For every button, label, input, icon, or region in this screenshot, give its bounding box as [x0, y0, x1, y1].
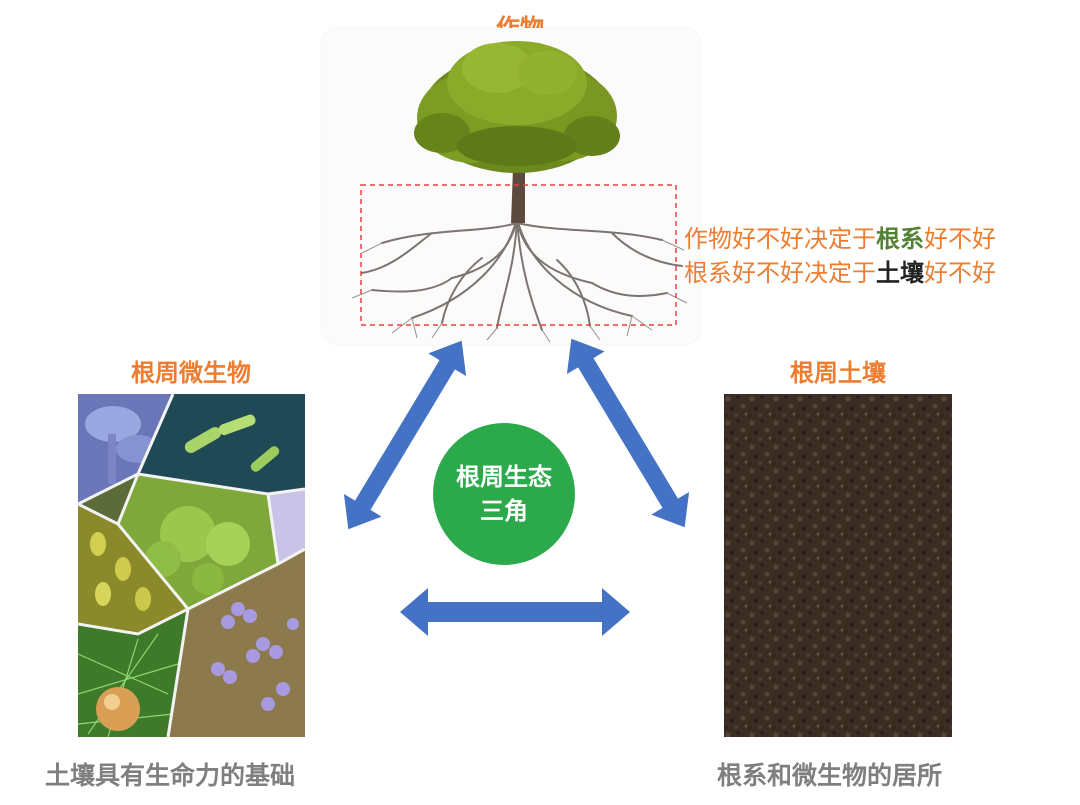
- crop-tree-image: [322, 28, 700, 344]
- rhizosphere-soil-label: 根周土壤: [790, 359, 886, 387]
- double-headed-arrow-icon: [566, 338, 690, 528]
- statement-2-prefix: 根系好不好决定于: [684, 259, 876, 287]
- rhizosphere-ecological-triangle-circle: 根周生态三角: [433, 423, 575, 565]
- soil-foundation-caption: 土壤具有生命力的基础: [45, 761, 296, 790]
- soil-home-caption: 根系和微生物的居所: [717, 761, 943, 790]
- statement-2-highlight-soil: 土壤: [876, 259, 924, 287]
- double-headed-arrow-icon: [343, 340, 467, 530]
- crop-root-statement-1: 作物好不好决定于根系好不好: [684, 222, 996, 256]
- statement-2-suffix: 好不好: [924, 259, 996, 287]
- center-label: 根周生态三角: [456, 463, 552, 525]
- soil-texture-image: [724, 394, 952, 737]
- root-highlight-box: [360, 184, 677, 326]
- microbes-collage-image: [78, 394, 305, 737]
- tree-illustration: [351, 41, 688, 343]
- double-headed-arrow-icon: [400, 588, 630, 636]
- statement-1-highlight-root: 根系: [876, 225, 924, 253]
- rhizosphere-microbes-label: 根周微生物: [131, 359, 251, 387]
- root-soil-statement-2: 根系好不好决定于土壤好不好: [684, 256, 996, 290]
- statement-1-prefix: 作物好不好决定于: [684, 225, 876, 253]
- statement-1-suffix: 好不好: [924, 225, 996, 253]
